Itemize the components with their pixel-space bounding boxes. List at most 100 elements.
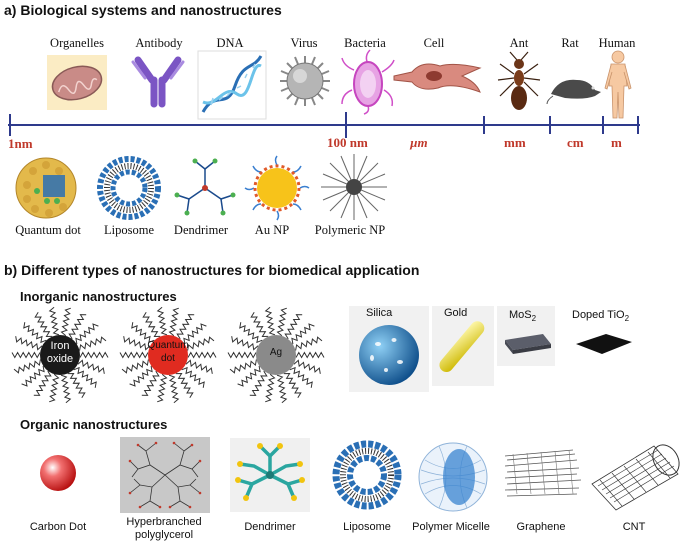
- polymer-chain: [265, 373, 276, 403]
- cell-image: [393, 63, 482, 93]
- polymer-chain: [187, 336, 215, 351]
- polymer-chain: [237, 365, 261, 387]
- label-human: Human: [598, 36, 636, 50]
- dna-image: [197, 50, 267, 120]
- quantum-dot-core-image: [119, 306, 217, 404]
- label-dendrimer: Dendrimer: [173, 223, 229, 237]
- label-rat: Rat: [561, 36, 579, 50]
- label-liposome: Liposome: [104, 223, 154, 237]
- scale-label-100nm: 100 nm: [327, 135, 368, 150]
- polymer-chain: [157, 373, 168, 403]
- polymeric-np-image: [321, 154, 387, 220]
- liposome-organic-image: [332, 440, 402, 510]
- polymer-chain: [156, 306, 168, 336]
- label-carbon-dot: Carbon Dot: [29, 521, 87, 533]
- polymer-chain: [75, 323, 99, 345]
- polymer-chain: [119, 351, 149, 359]
- label-iron: Iron: [50, 340, 70, 352]
- ant-image: [497, 51, 541, 110]
- antibody-image: [131, 56, 185, 108]
- polymer-chain: [60, 307, 71, 337]
- label-dot: dot: [161, 353, 175, 364]
- polymer-chain: [181, 366, 205, 388]
- polymer-chain: [49, 373, 60, 403]
- polymer-chain: [183, 323, 207, 345]
- polymer-chain: [121, 359, 149, 374]
- polymer-chain: [229, 359, 257, 374]
- organelle-mitochondrion-image: [47, 55, 107, 110]
- label-au-np: Au NP: [254, 223, 290, 237]
- polymer-chain: [21, 365, 45, 387]
- section-b-title: b) Different types of nanostructures for…: [4, 262, 420, 278]
- label-ag: Ag: [269, 347, 283, 358]
- polymer-chain: [276, 374, 288, 404]
- graphene-image: [504, 449, 582, 497]
- label-polymeric-np: Polymeric NP: [314, 223, 386, 237]
- mos2-sheet-image: [505, 334, 551, 354]
- label-cnt: CNT: [622, 521, 646, 533]
- label-cell: Cell: [423, 36, 445, 50]
- scale-label-1nm: 1nm: [8, 136, 33, 151]
- polymer-chain: [15, 336, 43, 351]
- scale-label-cm: cm: [567, 135, 584, 150]
- polymer-chain: [250, 311, 269, 338]
- polymer-chain: [283, 372, 302, 399]
- label-virus: Virus: [290, 36, 318, 50]
- polymer-chain: [284, 314, 303, 340]
- polymer-chain: [295, 351, 325, 359]
- polymer-chain: [293, 359, 321, 374]
- polymer-chain: [141, 370, 160, 396]
- carbon-dot-image: [40, 455, 76, 491]
- polymer-chain: [77, 359, 105, 374]
- polymer-chain: [67, 372, 86, 399]
- gold-nanorod-image: [439, 321, 485, 372]
- polymer-chain: [68, 314, 87, 340]
- dendrimer-large-image: [230, 438, 310, 512]
- au-np-image: [244, 155, 310, 221]
- polymer-chain: [168, 374, 180, 404]
- label-polymer-micelle: Polymer Micelle: [412, 521, 490, 533]
- scale-label-m: m: [611, 135, 622, 150]
- label-silica: Silica: [366, 307, 393, 319]
- mos2-panel: [497, 306, 555, 366]
- polymer-chain: [291, 323, 315, 345]
- polymer-chain: [23, 322, 47, 344]
- ag-np-image: [227, 306, 325, 404]
- label-mos2: MoS2: [509, 309, 537, 324]
- polymer-chain: [168, 307, 179, 337]
- organic-title: Organic nanostructures: [20, 417, 168, 432]
- polymer-chain: [142, 311, 161, 338]
- hyperbranched-polyglycerol-image: [120, 437, 210, 513]
- polymer-chain: [13, 359, 41, 374]
- polymer-chain: [176, 314, 195, 340]
- polymer-chain: [129, 365, 153, 387]
- polymer-chain: [79, 336, 107, 351]
- polymer-chain: [175, 372, 194, 399]
- polymer-chain: [123, 336, 151, 351]
- liposome-image: [97, 156, 161, 220]
- label-quantum: Quantum: [147, 340, 189, 351]
- inorganic-title: Inorganic nanostructures: [20, 289, 177, 304]
- label-bacteria: Bacteria: [344, 36, 386, 50]
- label-dna: DNA: [216, 36, 244, 50]
- scale-label-mm: mm: [504, 135, 526, 150]
- label-antibody: Antibody: [135, 36, 183, 50]
- label-gold: Gold: [444, 307, 468, 319]
- rat-image: [546, 79, 601, 105]
- polymer-chain: [249, 370, 268, 396]
- iron-oxide-np-image: [11, 306, 109, 404]
- label-hyperbranched: Hyperbranched: [126, 516, 202, 528]
- polymer-chain: [264, 306, 276, 336]
- polymer-chain: [289, 366, 313, 388]
- polymer-chain: [276, 307, 287, 337]
- polymer-chain: [185, 359, 213, 374]
- bacteria-image: [341, 49, 395, 115]
- polymer-chain: [231, 336, 259, 351]
- label-oxide: oxide: [46, 353, 74, 365]
- polymer-chain: [131, 322, 155, 344]
- cnt-image: [591, 444, 680, 511]
- polymer-chain: [33, 370, 52, 396]
- polymer-chain: [60, 374, 72, 404]
